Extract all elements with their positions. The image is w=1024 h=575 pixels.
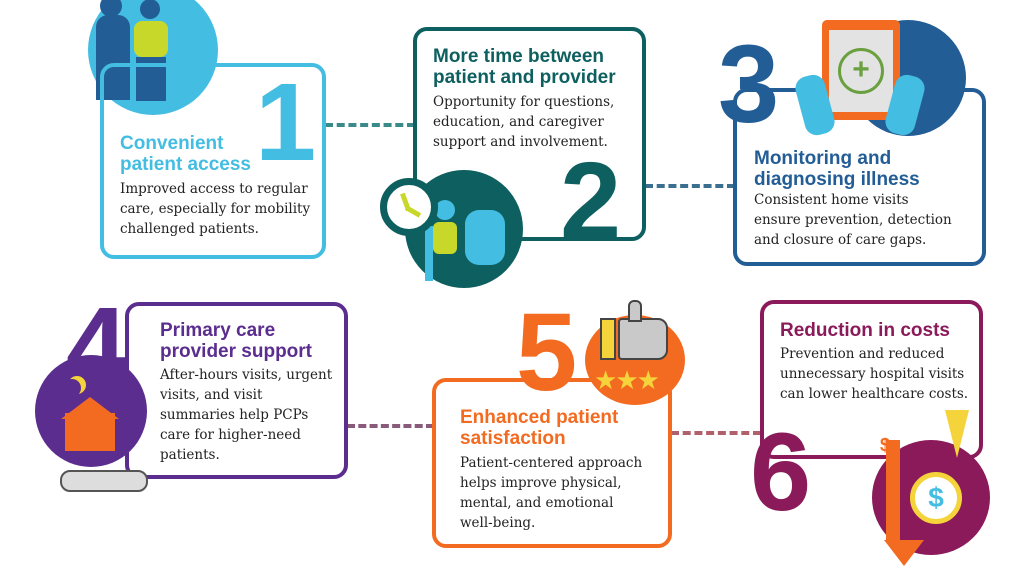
dollar-small-icon: $: [880, 435, 891, 455]
tablet-health-icon: +: [822, 20, 900, 120]
connector-5-6: [671, 431, 761, 435]
step-4-number: 4: [66, 285, 128, 408]
step-2-number: 2: [560, 140, 622, 263]
step-1-card: [100, 63, 326, 259]
star-icon: ★: [636, 365, 660, 395]
step-4-body: After-hours visits, urgent visits, and v…: [160, 367, 333, 463]
star-icon: ★: [594, 365, 617, 395]
step-3-number: 3: [718, 23, 780, 146]
step-1-body: Improved access to regular care, especia…: [120, 181, 311, 237]
dollar-coin-icon: $: [910, 472, 962, 524]
step-3-body: Consistent home visits ensure prevention…: [754, 192, 952, 248]
connector-4-5: [347, 424, 434, 428]
step-4-title: Primary care provider support: [160, 320, 313, 362]
hand-icon: [60, 470, 148, 492]
step-4-card: [125, 302, 348, 479]
arrow-down-small-icon: [945, 410, 969, 458]
step-5-card: [432, 378, 672, 548]
step-6-title: Reduction in costs: [780, 320, 950, 341]
star-icon: ★: [615, 365, 638, 395]
step-2-body: Opportunity for questions, education, an…: [433, 94, 615, 150]
step-3-title: Monitoring and diagnosing illness: [754, 148, 920, 190]
step-5-number: 5: [516, 291, 578, 414]
thumbs-up-icon: [600, 300, 670, 360]
dollar-down-icon: $ $: [872, 435, 990, 555]
rating-stars: ★★★: [594, 365, 684, 396]
step-6-number: 6: [750, 411, 812, 534]
step-2-title: More time between patient and provider: [433, 46, 616, 88]
step-5-title: Enhanced patient satisfaction: [460, 407, 619, 449]
step-1-title: Convenient patient access: [120, 133, 251, 175]
clock-icon: [380, 178, 438, 236]
connector-2-3: [645, 184, 735, 188]
nurse-and-patient-icon: [88, 0, 218, 115]
home-night-icon: [35, 355, 147, 467]
arrow-down-icon: [884, 540, 924, 566]
step-6-body: Prevention and reduced unnecessary hospi…: [780, 346, 969, 402]
step-1-number: 1: [255, 61, 317, 184]
step-5-body: Patient-centered approach helps improve …: [460, 455, 643, 531]
connector-1-2: [325, 123, 415, 127]
